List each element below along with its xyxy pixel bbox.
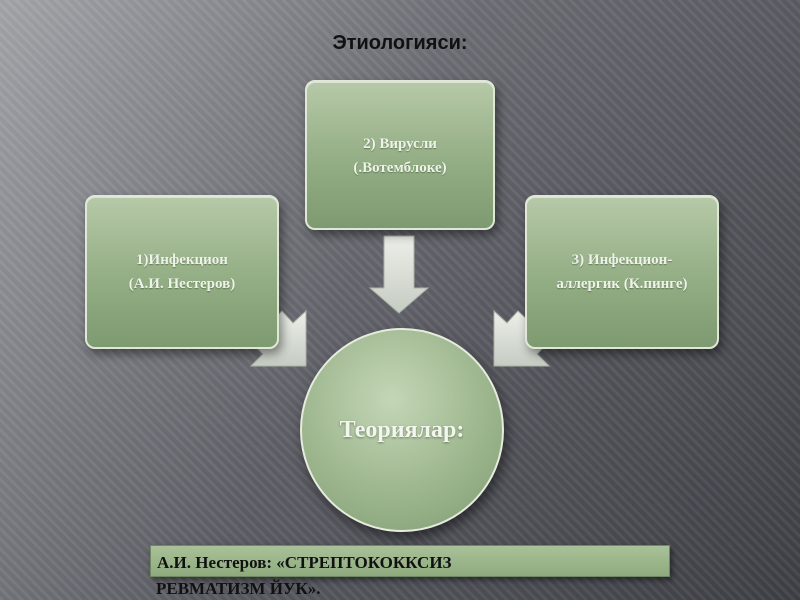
quote-caption-box: А.И. Нестеров: «СТРЕПТОКОККСИЗ	[150, 545, 670, 577]
theory-box-infectious-allergic-line2: аллергик (К.пинге)	[556, 276, 688, 292]
theory-box-infectious-line1: 1)Инфекцион	[136, 252, 228, 268]
theory-box-infectious: 1)Инфекцион (А.И. Нестеров)	[85, 195, 279, 349]
theory-box-viral-line2: (.Вотемблоке)	[353, 160, 447, 176]
theory-box-viral: 2) Вирусли (.Вотемблоке)	[305, 80, 495, 230]
theory-box-infectious-allergic-line1: 3) Инфекцион-	[571, 252, 673, 268]
theory-box-infectious-allergic: 3) Инфекцион- аллергик (К.пинге)	[525, 195, 719, 349]
slide-title: Этиологияси:	[332, 32, 468, 54]
theories-center-label: Теориялар:	[339, 416, 465, 443]
theory-box-viral-line1: 2) Вирусли	[363, 136, 437, 152]
arrow-down-icon	[368, 235, 430, 314]
theory-box-infectious-line2: (А.И. Нестеров)	[128, 276, 236, 292]
quote-caption-line1: А.И. Нестеров: «СТРЕПТОКОККСИЗ	[157, 553, 452, 572]
quote-caption-line2: РЕВМАТИЗМ ЙУК».	[156, 579, 321, 598]
theories-center-circle: Теориялар:	[300, 328, 504, 532]
